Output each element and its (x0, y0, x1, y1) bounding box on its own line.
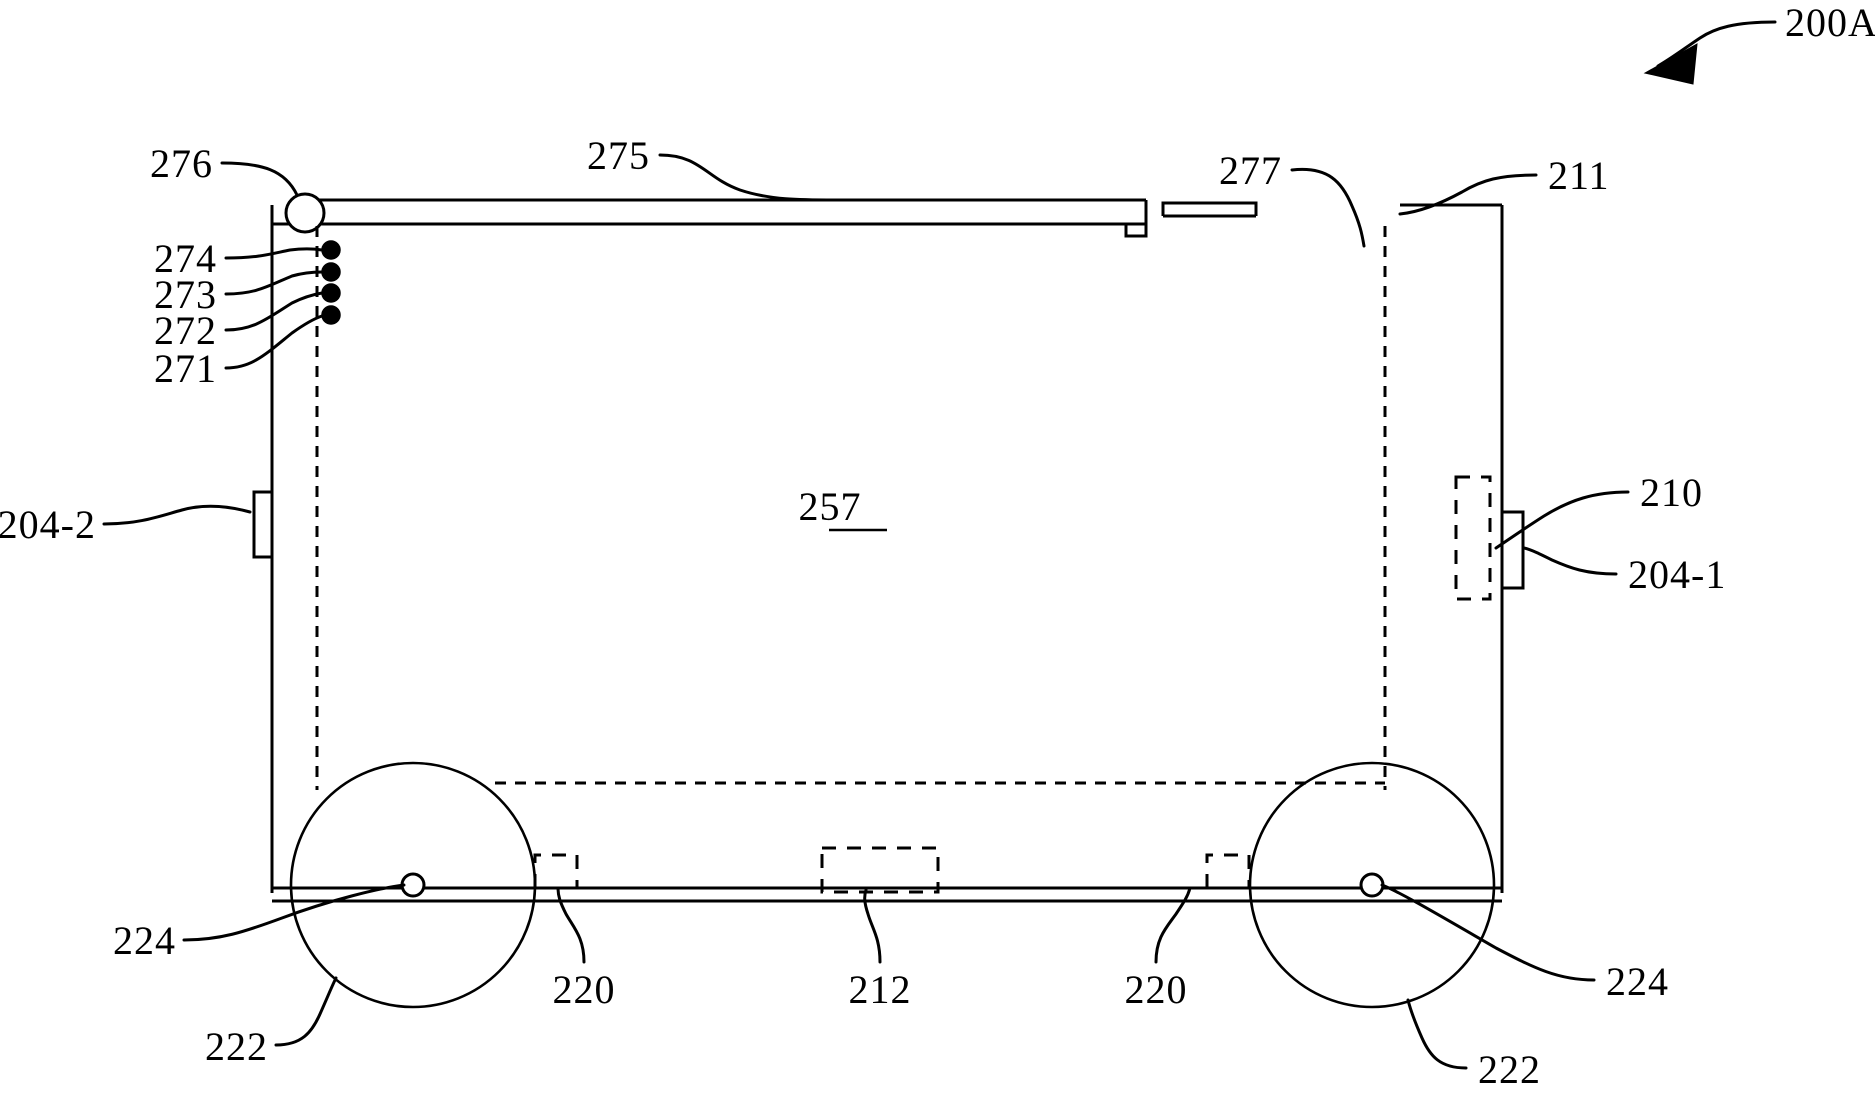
lead-222-left (274, 976, 338, 1047)
lead-277 (1290, 167, 1366, 248)
label-272: 272 (154, 308, 217, 353)
label-224-right: 224 (1606, 959, 1669, 1004)
top-right-pad-shape (1161, 201, 1258, 216)
right-mount-bracket (1205, 853, 1251, 888)
lead-276 (220, 161, 299, 197)
right-wheel-group (1248, 761, 1496, 1009)
top-left-roller-circle (284, 192, 326, 234)
left-side-port-shape (252, 490, 274, 559)
leader-lines (102, 153, 1630, 1070)
left-wheel-group (289, 761, 537, 1009)
right-side-modules (1454, 475, 1525, 601)
label-210: 210 (1640, 470, 1703, 515)
figure-reference-callout (1643, 20, 1777, 85)
lead-220-right (1154, 886, 1192, 964)
left-mount-bracket (533, 853, 579, 888)
lead-222-right (1406, 998, 1468, 1070)
label-275: 275 (587, 133, 650, 178)
sensor-dot-272 (321, 283, 341, 303)
vehicle-body-outline (270, 203, 1504, 903)
lead-212 (863, 888, 882, 964)
lead-271 (224, 314, 324, 370)
label-222-left: 222 (205, 1024, 268, 1069)
sensor-dot-273 (321, 262, 341, 282)
body-cavity-label-group: 257 (799, 484, 887, 532)
right-side-port-shape (1500, 510, 1525, 590)
label-220-right: 220 (1125, 967, 1188, 1012)
label-222-right: 222 (1478, 1047, 1541, 1092)
lead-224-right (1380, 883, 1596, 982)
figure-reference-arrowhead (1643, 43, 1698, 85)
figure-reference-lead (1656, 20, 1777, 68)
label-271: 271 (154, 346, 217, 391)
label-277: 277 (1219, 148, 1282, 193)
label-220-left: 220 (553, 967, 616, 1012)
sensor-dot-column (321, 240, 341, 325)
lead-274 (224, 247, 324, 260)
label-276: 276 (150, 141, 213, 186)
label-211: 211 (1548, 153, 1610, 198)
left-side-port-group (252, 490, 274, 559)
label-273: 273 (154, 272, 217, 317)
lead-224-left (182, 883, 406, 942)
center-underbody-module-group (820, 846, 940, 894)
top-right-notch-shape (1124, 224, 1148, 238)
sensor-dot-274 (321, 240, 341, 260)
lead-273 (224, 270, 324, 296)
label-204-2: 204-2 (0, 502, 96, 547)
top-rail-group (272, 192, 1258, 238)
label-204-1: 204-1 (1628, 552, 1726, 597)
lead-204-2 (102, 504, 252, 526)
lead-275 (658, 153, 837, 202)
sensor-dot-271 (321, 305, 341, 325)
lead-210 (1494, 490, 1630, 550)
body-cavity-label: 257 (799, 484, 862, 529)
reference-numbers: 200A 276 275 277 211 274 273 272 271 204… (0, 0, 1875, 1092)
lead-220-left (556, 886, 586, 964)
lead-272 (224, 291, 324, 332)
lead-204-1 (1522, 546, 1618, 576)
right-wheel-hub (1359, 872, 1385, 898)
right-internal-dashed-module (1454, 475, 1492, 601)
label-212: 212 (849, 967, 912, 1012)
label-224-left: 224 (113, 918, 176, 963)
wheel-mount-brackets (533, 853, 1251, 888)
label-200a: 200A (1785, 0, 1875, 45)
center-underbody-module (820, 846, 940, 894)
internal-dashed-guides (315, 226, 1387, 790)
label-274: 274 (154, 236, 217, 281)
lead-211 (1398, 173, 1538, 216)
